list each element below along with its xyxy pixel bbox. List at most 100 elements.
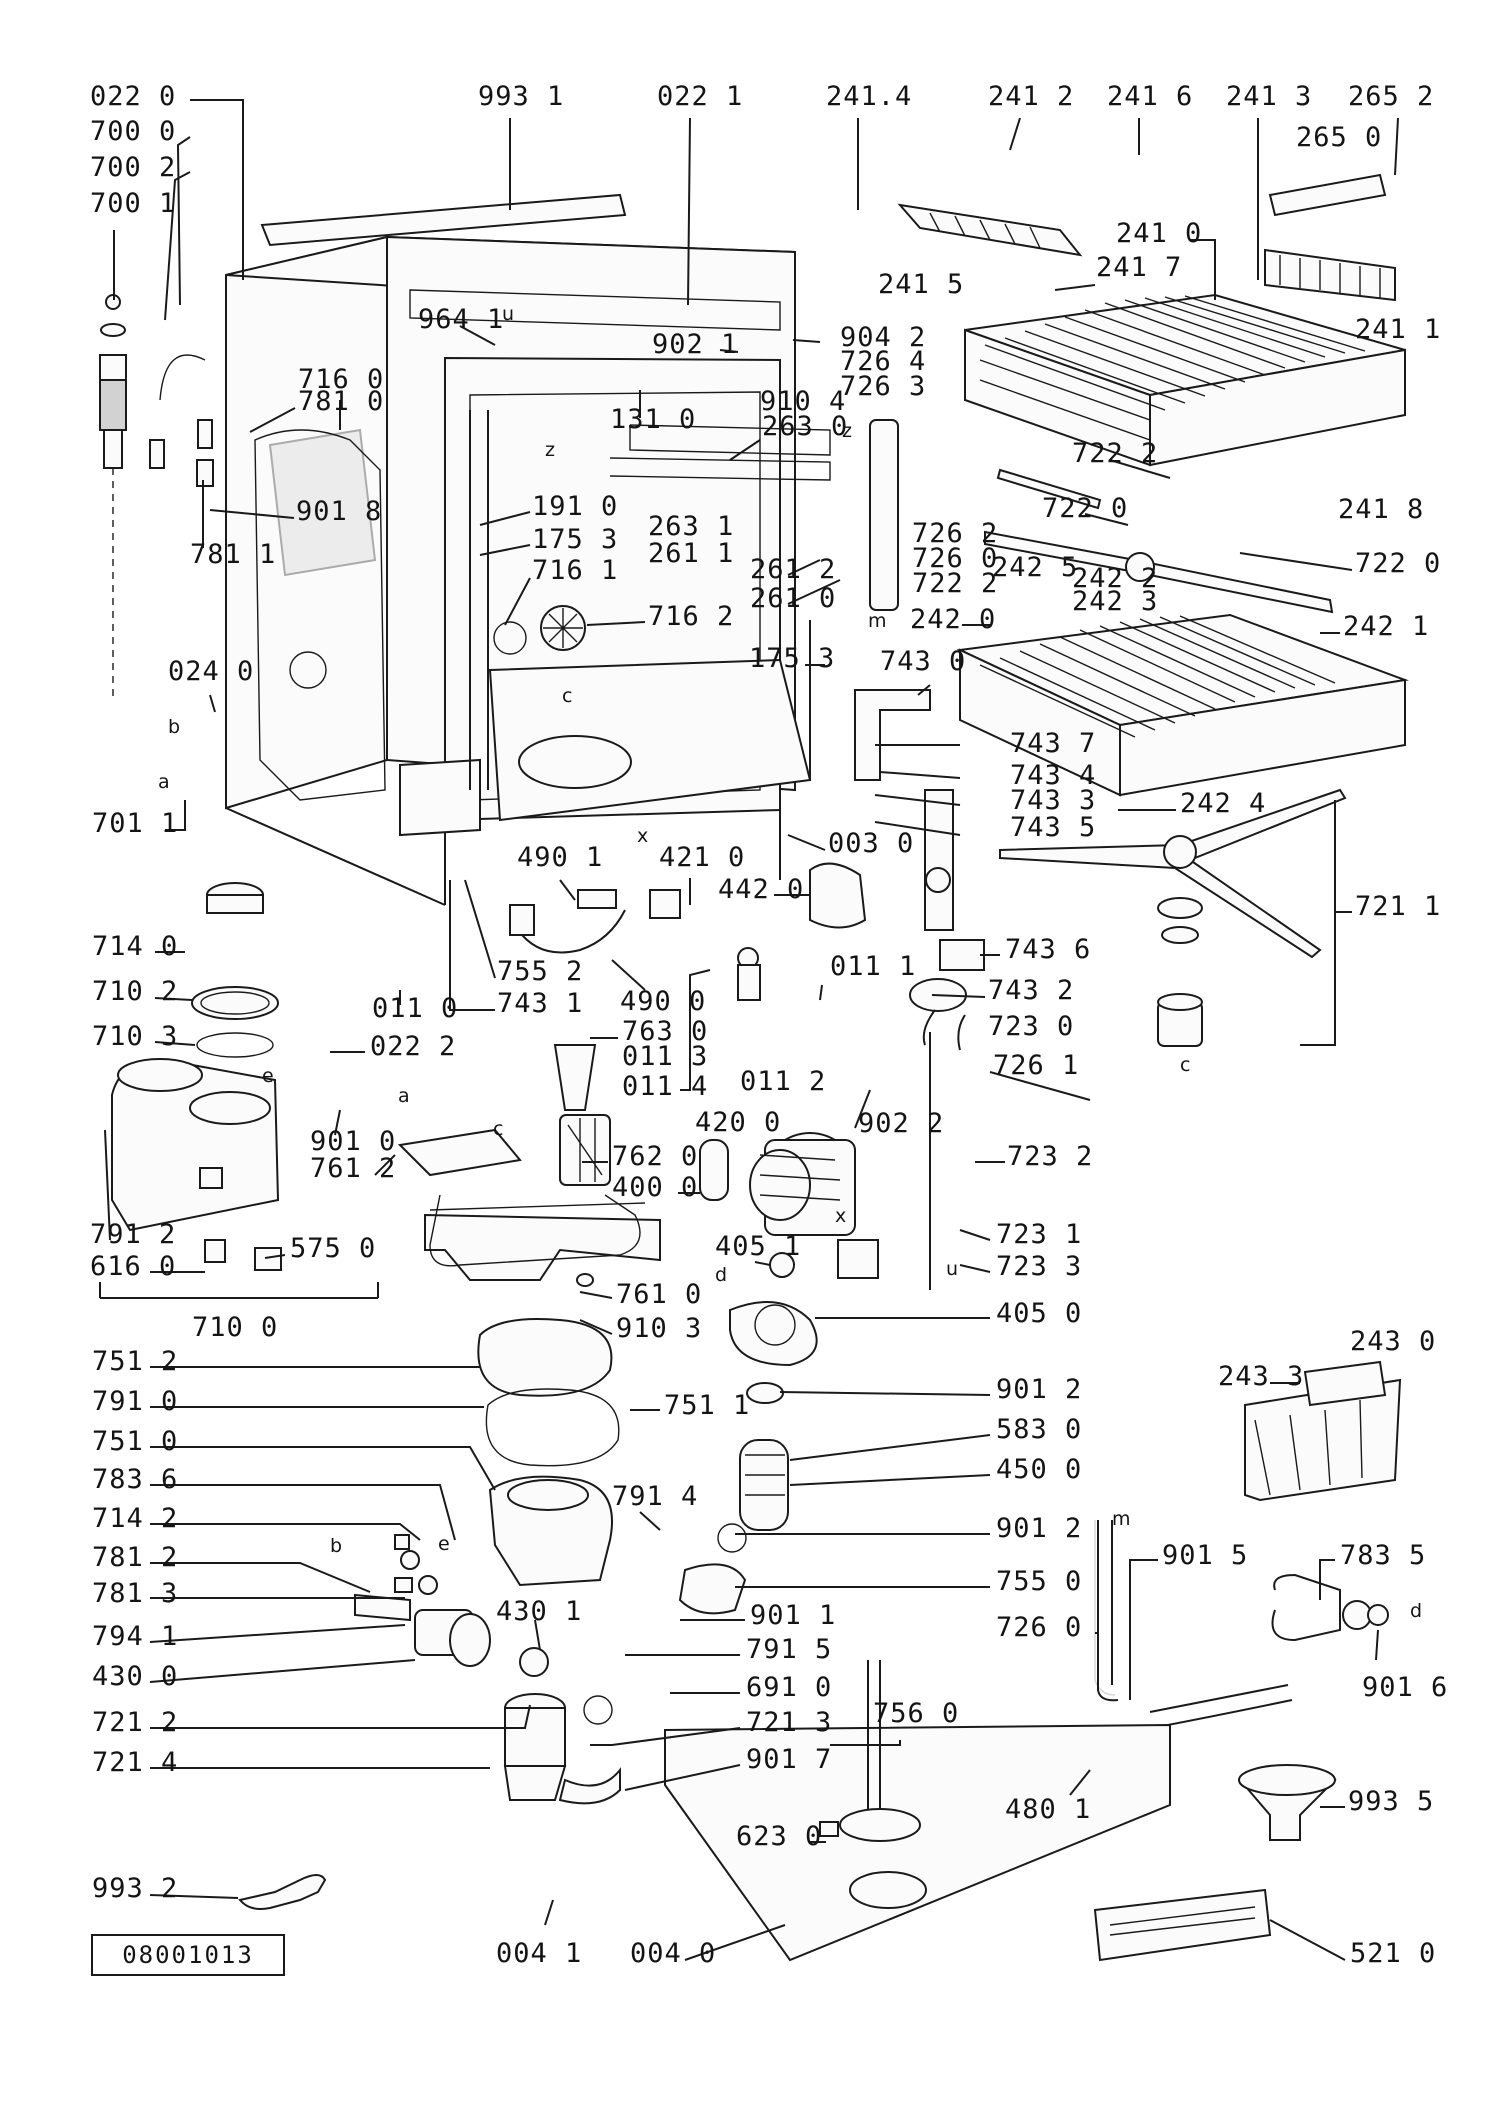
reference-letter-z: z [842,420,852,442]
leader-line [874,821,961,836]
part-label-726-0: 726 0 [912,543,998,574]
part-label-241-7: 241 7 [1096,252,1182,283]
part-label-722-2: 722 2 [1072,438,1158,469]
part-label-710-3: 710 3 [92,1021,178,1052]
part-label-242-4: 242 4 [1180,788,1266,819]
part-label-003-0: 003 0 [828,828,914,859]
leader-line [959,1229,991,1241]
part-label-751-2: 751 2 [92,1346,178,1377]
reference-letter-e: e [438,1533,450,1555]
reference-letter-m: m [868,610,887,632]
part-label-781-2: 781 2 [92,1542,178,1573]
reference-letter-c: c [493,1118,503,1140]
leader-line [264,1254,286,1259]
part-label-781-1: 781 1 [190,539,276,570]
sump-assembly [397,1044,661,1805]
part-label-755-0: 755 0 [996,1566,1082,1597]
leader-line [1129,1559,1158,1700]
leader-line [787,579,841,605]
part-label-761-0: 761 0 [616,1279,702,1310]
part-label-490-1: 490 1 [517,842,603,873]
leader-line [586,621,646,626]
part-label-261-2: 261 2 [750,554,836,585]
leader-line [959,1264,991,1273]
part-label-700-1: 700 1 [90,188,176,219]
part-label-721-2: 721 2 [92,1707,178,1738]
part-label-400-0: 400 0 [612,1172,698,1203]
part-label-716-1: 716 1 [532,555,618,586]
leader-line [787,559,821,576]
part-label-761-2: 761 2 [310,1153,396,1184]
part-label-783-5: 783 5 [1340,1540,1426,1571]
water-softener [99,882,379,1299]
part-label-901-8: 901 8 [296,496,382,527]
part-label-700-2: 700 2 [90,152,176,183]
leader-line [544,1899,554,1926]
part-label-480-1: 480 1 [1005,1794,1091,1825]
part-label-131-0: 131 0 [610,404,696,435]
part-label-716-0: 716 0 [298,364,384,395]
part-label-721-3: 721 3 [746,1707,832,1738]
part-label-263-0: 263 0 [762,411,848,442]
part-label-011-0: 011 0 [372,993,458,1024]
part-label-743-3: 743 3 [1010,785,1096,816]
leader-line [334,1109,341,1136]
leader-line [149,1624,406,1643]
document-number: 08001013 [122,1941,254,1969]
leader-line [374,1154,396,1176]
part-label-751-1: 751 1 [664,1390,750,1421]
reference-letter-b: b [330,1535,342,1557]
part-label-756-0: 756 0 [873,1698,959,1729]
leader-line [534,1619,541,1651]
leader-line [149,1659,416,1683]
part-label-263-1: 263 1 [648,511,734,542]
part-label-583-0: 583 0 [996,1414,1082,1445]
part-label-726-3: 726 3 [840,371,926,402]
part-label-904-2: 904 2 [840,322,926,353]
part-label-902-2: 902 2 [858,1108,944,1139]
part-label-261-1: 261 1 [648,538,734,569]
part-label-265-0: 265 0 [1296,122,1382,153]
part-label-691-0: 691 0 [746,1672,832,1703]
document-number-box [91,1934,285,1976]
leader-line [789,1434,991,1461]
leader-line [719,349,739,353]
upper-basket [964,293,1406,467]
leader-line [1239,552,1353,571]
part-label-901-2: 901 2 [996,1513,1082,1544]
leader-line [150,1562,371,1593]
part-label-490-0: 490 0 [620,986,706,1017]
leader-line [684,1924,786,1961]
part-label-242-1: 242 1 [1343,611,1429,642]
part-label-901-5: 901 5 [1162,1540,1248,1571]
leader-line [479,544,531,556]
leader-line [931,994,986,998]
leader-line [680,969,711,1091]
part-label-743-5: 743 5 [1010,812,1096,843]
part-label-721-1: 721 1 [1355,891,1441,922]
lower-spray-arm [999,788,1347,1047]
part-label-242-0: 242 0 [910,604,996,635]
leader-line [249,407,296,433]
reference-letter-a: a [398,1085,410,1107]
part-label-022-2: 022 2 [370,1031,456,1062]
part-label-794-1: 794 1 [92,1621,178,1652]
leader-line [150,1446,496,1491]
part-label-743-7: 743 7 [1010,728,1096,759]
part-label-175-3: 175 3 [532,524,618,555]
part-label-714-2: 714 2 [92,1503,178,1534]
part-label-723-3: 723 3 [996,1251,1082,1282]
leader-line [854,1089,871,1129]
part-label-721-4: 721 4 [92,1747,178,1778]
leader-line [150,1523,421,1541]
part-label-710-2: 710 2 [92,976,178,1007]
leader-line [176,136,191,306]
leader-line [1319,1559,1335,1600]
part-label-910-4: 910 4 [760,386,846,417]
dishwasher-tub [225,235,831,906]
part-label-175-3: 175 3 [749,643,835,674]
reference-letter-d: d [715,1264,727,1286]
part-label-024-0: 024 0 [168,656,254,687]
